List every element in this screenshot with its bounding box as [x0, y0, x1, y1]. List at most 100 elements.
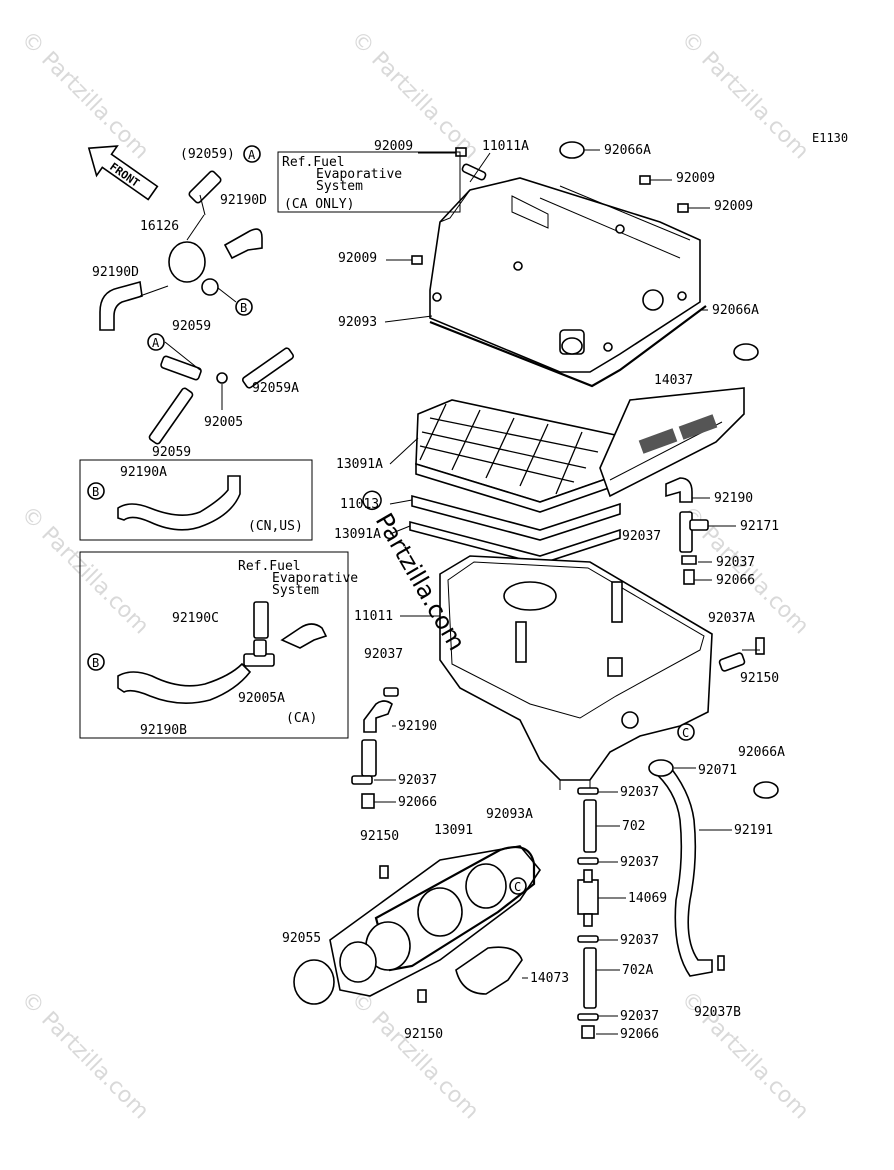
part-label: 92190	[398, 719, 437, 734]
part-label: 92190C	[172, 611, 219, 626]
ref-text: Ref.Fuel	[282, 155, 345, 170]
variant-box-ca: B	[79, 551, 349, 739]
part-label: 16126	[140, 219, 179, 234]
part-label: 92037	[620, 933, 659, 948]
ref-text: System	[316, 179, 363, 194]
part-label: 92190	[714, 491, 753, 506]
watermark: © Partzilla.com	[676, 27, 814, 165]
part-label: 702	[622, 819, 645, 834]
part-label: 92093A	[486, 807, 533, 822]
part-label: 92005A	[238, 691, 285, 706]
part-label: 92037	[364, 647, 403, 662]
ref-text: System	[272, 583, 319, 598]
svg-text:A: A	[248, 148, 256, 162]
part-label: 14073	[530, 971, 569, 986]
part-label: 92009	[714, 199, 753, 214]
watermark: © Partzilla.com	[346, 987, 484, 1125]
part-label: 92037	[620, 855, 659, 870]
part-label: 92190B	[140, 723, 187, 738]
part-label: 92059A	[252, 381, 299, 396]
ref-fuel-callout-top	[277, 151, 461, 213]
part-label: 13091A	[336, 457, 383, 472]
part-label: 92059	[152, 445, 191, 460]
side-panel-14037	[599, 387, 745, 498]
part-label: 14037	[654, 373, 693, 388]
svg-text:B: B	[240, 301, 247, 315]
part-label: 92071	[698, 763, 737, 778]
part-label: 92190A	[120, 465, 167, 480]
watermark: © Partzilla.com	[346, 27, 484, 165]
part-label: 92037A	[708, 611, 755, 626]
part-label: 14069	[628, 891, 667, 906]
part-label: 92037	[398, 773, 437, 788]
air-cleaner-upper-case	[429, 177, 707, 388]
ref-text: (CA ONLY)	[284, 197, 354, 212]
hose-92190-upper-right	[665, 477, 765, 672]
part-labels: (92059) 92190D 16126 92190D 92059 92059A…	[92, 139, 785, 1042]
watermark: © Partzilla.com	[16, 27, 154, 165]
part-label: 92005	[204, 415, 243, 430]
air-cleaner-lower-case	[439, 555, 713, 790]
variant-note: (CA)	[286, 711, 317, 726]
part-label: 92066	[716, 573, 755, 588]
upper-left-hose-group	[99, 170, 294, 445]
watermark: © Partzilla.com	[16, 502, 154, 640]
callout-a-top: A	[243, 145, 261, 163]
callout-c-right: C	[677, 723, 695, 741]
part-label: 92037	[620, 785, 659, 800]
filter-gasket-13091A	[409, 520, 621, 565]
leader-lines	[374, 149, 760, 1035]
part-label: 92066	[398, 795, 437, 810]
hose-92191	[648, 759, 779, 977]
intake-duct-assembly	[293, 845, 541, 1005]
part-label: 92066A	[604, 143, 651, 158]
part-label: 92037	[622, 529, 661, 544]
svg-text:C: C	[514, 880, 521, 894]
callout-b-top: B	[235, 298, 253, 316]
part-label: 92190D	[220, 193, 267, 208]
part-label: 92009	[374, 139, 413, 154]
variant-note: (CN,US)	[248, 519, 303, 534]
bolts-92009	[411, 147, 689, 265]
svg-text:B: B	[92, 656, 99, 670]
filter-frame-11013	[411, 494, 621, 541]
part-label: 92037	[716, 555, 755, 570]
drain-tube-column	[577, 787, 599, 1039]
part-label: 92066	[620, 1027, 659, 1042]
bracket-part	[461, 163, 487, 181]
svg-text:B: B	[92, 485, 99, 499]
diagram-code: E1130	[812, 131, 848, 145]
variant-box-cn-us: B	[79, 459, 313, 541]
part-label: 92066A	[712, 303, 759, 318]
ref-text: Ref.Fuel	[238, 559, 301, 574]
part-label: 92037	[620, 1009, 659, 1024]
part-label: 92093	[338, 315, 377, 330]
ref-text: Evaporative	[316, 167, 402, 182]
filter-element-13091A	[415, 399, 621, 513]
part-label: 92059	[172, 319, 211, 334]
part-label: (92059)	[180, 147, 235, 162]
part-label: 92150	[360, 829, 399, 844]
hose-92190-left	[351, 687, 399, 809]
part-label: 92190D	[92, 265, 139, 280]
part-label: 92171	[740, 519, 779, 534]
part-label: 92037B	[694, 1005, 741, 1020]
watermark: © Partzilla.com	[16, 987, 154, 1125]
callout-c-duct: C	[509, 877, 527, 895]
part-label: 11011A	[482, 139, 529, 154]
part-label: 13091A	[334, 527, 381, 542]
svg-text:C: C	[682, 726, 689, 740]
part-label: 702A	[622, 963, 653, 978]
part-label: 13091	[434, 823, 473, 838]
part-label: 92191	[734, 823, 773, 838]
part-label: 92055	[282, 931, 321, 946]
part-label: 92009	[338, 251, 377, 266]
part-label: 92066A	[738, 745, 785, 760]
part-label: 92150	[740, 671, 779, 686]
callout-a-mid: A	[147, 333, 165, 351]
part-label: 92009	[676, 171, 715, 186]
svg-text:A: A	[152, 336, 160, 350]
part-label: 11011	[354, 609, 393, 624]
part-label: 11013	[340, 497, 379, 512]
part-label: 92150	[404, 1027, 443, 1042]
